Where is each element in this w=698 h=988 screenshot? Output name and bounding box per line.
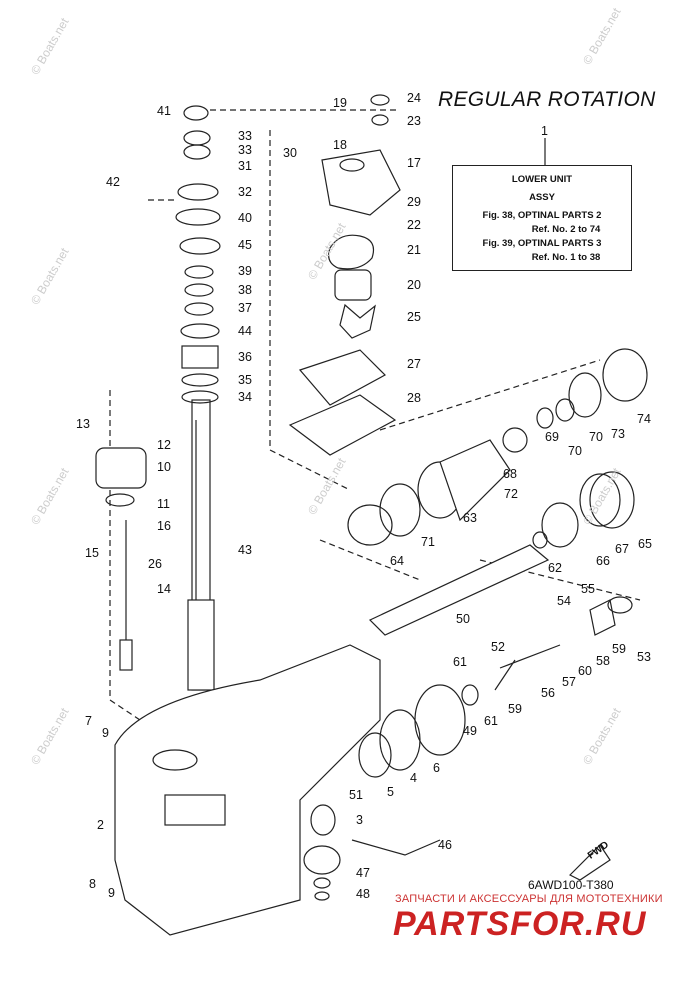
callout: 67	[615, 542, 629, 556]
callout: 8	[89, 877, 96, 891]
callout: 22	[407, 218, 421, 232]
callout: 18	[333, 138, 347, 152]
callout: 13	[76, 417, 90, 431]
callout: 26	[148, 557, 162, 571]
callout: 59	[612, 642, 626, 656]
callout: 39	[238, 264, 252, 278]
callout: 53	[637, 650, 651, 664]
diagram-code: 6AWD100-T380	[528, 878, 614, 892]
callout: 43	[238, 543, 252, 557]
callout: 41	[157, 104, 171, 118]
legend-line: ASSY	[529, 192, 555, 203]
callout: 38	[238, 283, 252, 297]
footer-text: ЗАПЧАСТИ И АКСЕССУАРЫ ДЛЯ МОТОТЕХНИКИ	[395, 893, 663, 905]
callout: 70	[568, 444, 582, 458]
callout: 73	[611, 427, 625, 441]
legend-box: LOWER UNIT ASSY Fig. 38, OPTINAL PARTS 2…	[452, 165, 632, 271]
callout: 36	[238, 350, 252, 364]
callout: 47	[356, 866, 370, 880]
callout: 19	[333, 96, 347, 110]
callout: 31	[238, 159, 252, 173]
callout: 49	[463, 724, 477, 738]
callout: 27	[407, 357, 421, 371]
callout: 45	[238, 238, 252, 252]
callout: 48	[356, 887, 370, 901]
callout: 25	[407, 310, 421, 324]
legend-line: Ref. No. 1 to 38	[531, 252, 601, 263]
callout: 33	[238, 129, 252, 143]
callout: 51	[349, 788, 363, 802]
callout: 21	[407, 243, 421, 257]
callout: 37	[238, 301, 252, 315]
callout: 3	[356, 813, 363, 827]
callout: 61	[453, 655, 467, 669]
callout: 63	[463, 511, 477, 525]
callout: 15	[85, 546, 99, 560]
callout: 23	[407, 114, 421, 128]
callout: 62	[548, 561, 562, 575]
callout: 54	[557, 594, 571, 608]
callout: 74	[637, 412, 651, 426]
callout: 17	[407, 156, 421, 170]
callout: 65	[638, 537, 652, 551]
callout: 33	[238, 143, 252, 157]
callout: 66	[596, 554, 610, 568]
callout: 32	[238, 185, 252, 199]
callout: 14	[157, 582, 171, 596]
legend-line: Fig. 38, OPTINAL PARTS 2	[482, 210, 602, 221]
callout: 56	[541, 686, 555, 700]
callout: 61	[484, 714, 498, 728]
callout: 68	[503, 467, 517, 481]
callout: 55	[581, 582, 595, 596]
callout: 9	[102, 726, 109, 740]
callout: 58	[596, 654, 610, 668]
callout: 16	[157, 519, 171, 533]
callout: 35	[238, 373, 252, 387]
legend-line: Ref. No. 2 to 74	[531, 224, 601, 235]
callout: 34	[238, 390, 252, 404]
callout: 60	[578, 664, 592, 678]
callout: 50	[456, 612, 470, 626]
callout: 42	[106, 175, 120, 189]
callout: 11	[157, 497, 170, 511]
callout: 4	[410, 771, 417, 785]
callout: 52	[491, 640, 505, 654]
callout: 40	[238, 211, 252, 225]
callout: 44	[238, 324, 252, 338]
callout: 72	[504, 487, 518, 501]
legend-line: Fig. 39, OPTINAL PARTS 3	[482, 238, 602, 249]
callout: 70	[589, 430, 603, 444]
callout: 64	[390, 554, 404, 568]
callout: 6	[433, 761, 440, 775]
callout: 30	[283, 146, 297, 160]
callout: 7	[85, 714, 92, 728]
callout: 2	[97, 818, 104, 832]
callout: 10	[157, 460, 171, 474]
callout: 24	[407, 91, 421, 105]
callout: 57	[562, 675, 576, 689]
callout: 12	[157, 438, 171, 452]
callout: 9	[108, 886, 115, 900]
callout: 71	[421, 535, 435, 549]
callout: 20	[407, 278, 421, 292]
callout: 59	[508, 702, 522, 716]
callout: 46	[438, 838, 452, 852]
legend-line: LOWER UNIT	[511, 174, 573, 185]
callout: 28	[407, 391, 421, 405]
diagram-title: REGULAR ROTATION	[438, 88, 656, 111]
callout: 69	[545, 430, 559, 444]
callout-legend-number: 1	[541, 124, 548, 138]
callout: 5	[387, 785, 394, 799]
brand-logo: PARTSFOR.RU	[393, 905, 647, 943]
callout: 29	[407, 195, 421, 209]
